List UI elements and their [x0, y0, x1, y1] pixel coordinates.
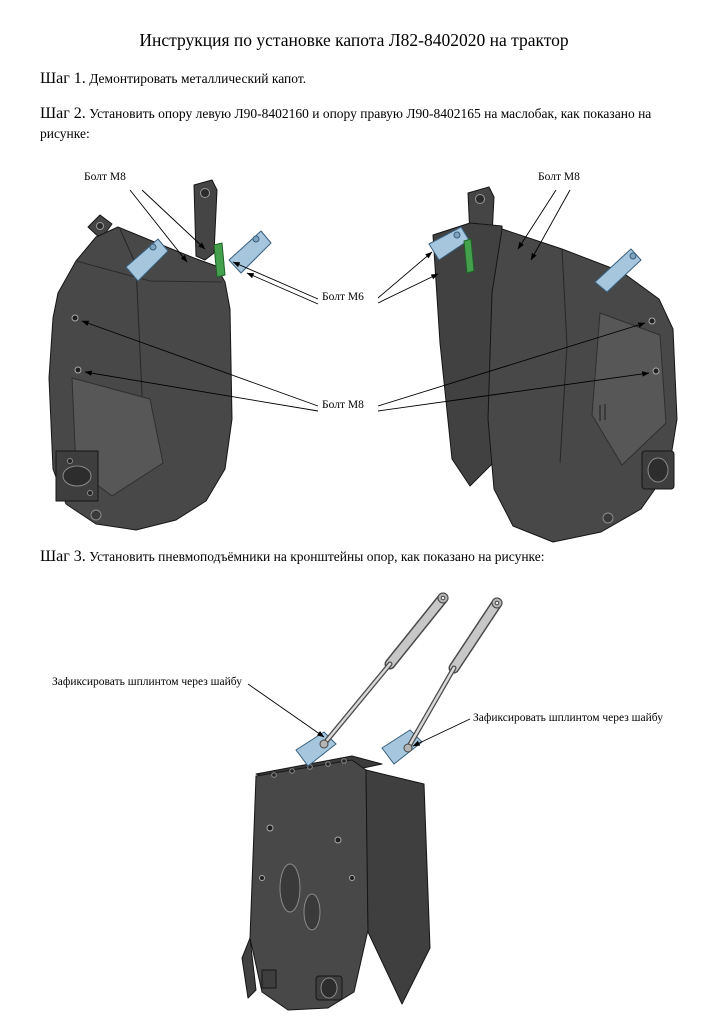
callout-bolt-m8-center: Болт М8 — [322, 399, 364, 411]
figure-supports-drawing — [48, 179, 678, 543]
figure-lifters: Зафиксировать шплинтом через шайбу Зафик… — [0, 578, 708, 1029]
right-support-bracket-right — [594, 248, 642, 293]
pneumatic-lifter-right — [403, 597, 503, 753]
left-support-bracket-right — [228, 230, 272, 274]
step-3-label: Шаг 3. — [40, 548, 86, 565]
callout-fix-with-pin-right: Зафиксировать шплинтом через шайбу — [473, 712, 663, 724]
callout-arrows — [81, 189, 650, 412]
callout-bolt-m6-center: Болт М6 — [322, 291, 364, 303]
oil-tank-left-view — [48, 179, 272, 531]
step-2-text: Установить опору левую Л90-8402160 и опо… — [40, 106, 652, 141]
callout-fix-with-pin-left: Зафиксировать шплинтом через шайбу — [52, 676, 242, 688]
step-1-text: Демонтировать металлический капот. — [89, 71, 307, 86]
step-2-label: Шаг 2. — [40, 105, 86, 122]
step-3-text: Установить пневмоподъёмники на кронштейн… — [89, 549, 545, 564]
step-1-label: Шаг 1. — [40, 70, 86, 87]
step-3: Шаг 3. Установить пневмоподъёмники на кр… — [40, 546, 700, 568]
green-spacer-plate-right — [463, 238, 475, 274]
figure-supports: Болт М8 Болт М8 Болт М6 Болт М8 — [0, 163, 708, 550]
callout-bolt-m8-top-right: Болт М8 — [538, 171, 580, 183]
oil-tank-right-view — [428, 186, 678, 543]
callout-arrows — [247, 683, 471, 747]
green-spacer-plate-left — [213, 242, 226, 278]
step-1: Шаг 1. Демонтировать металлический капот… — [40, 68, 306, 90]
step-2: Шаг 2. Установить опору левую Л90-840216… — [40, 103, 682, 143]
left-support-bracket-left — [125, 238, 169, 282]
figure-lifters-drawing — [241, 592, 503, 1011]
page-title: Инструкция по установке капота Л82-84020… — [139, 30, 569, 50]
oil-tank-front-view — [241, 755, 431, 1011]
callout-bolt-m8-top-left: Болт М8 — [84, 171, 126, 183]
pneumatic-lifter-left — [319, 592, 449, 749]
